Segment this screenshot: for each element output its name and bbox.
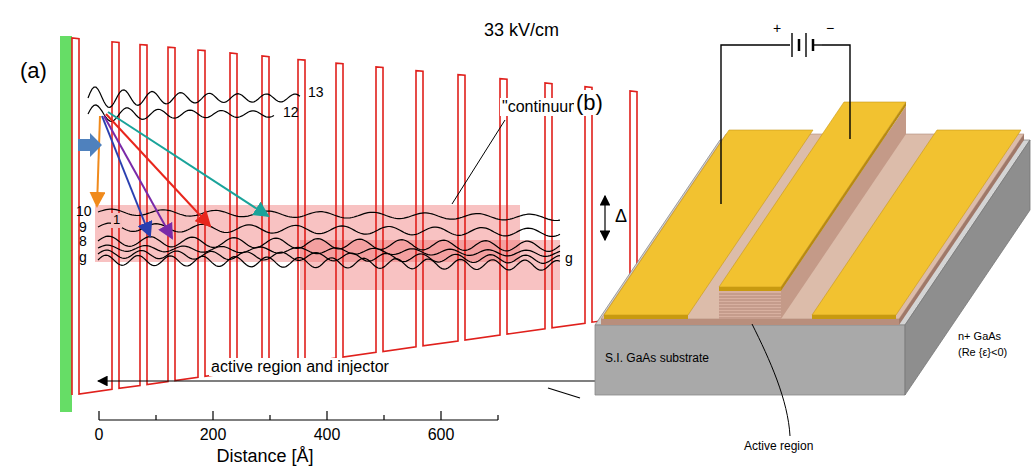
level-number: 10 <box>74 203 94 219</box>
level-number: 8 <box>77 233 89 249</box>
axis-number: 0 <box>93 426 106 444</box>
injection-bar <box>60 36 72 412</box>
axis-ticks <box>99 411 498 420</box>
energy-width: Δ <box>613 206 629 227</box>
axis-line <box>99 419 498 420</box>
part-label: Active region <box>742 440 815 454</box>
conduction-band-profile <box>72 38 660 395</box>
level-number: 13 <box>306 84 326 100</box>
level-name: g <box>563 250 575 266</box>
axis-title: Distance [Å] <box>214 446 315 467</box>
span-arrow <box>98 380 620 381</box>
level-name: g <box>77 249 89 265</box>
axis-number: 400 <box>312 426 343 444</box>
layer-label: S.I. GaAs substrate <box>603 352 711 366</box>
leader-line <box>752 324 790 436</box>
level-number: 12 <box>281 104 301 120</box>
field-value: 33 kV/cm <box>482 20 561 41</box>
panel-label: (a) <box>18 58 49 83</box>
layer-note: (Re {ε}<0) <box>956 346 1009 359</box>
layer-label: n+ GaAs <box>956 330 1003 343</box>
axis-number: 200 <box>198 426 229 444</box>
level-number: 9 <box>77 219 89 235</box>
leader-line <box>452 120 505 204</box>
transition-arrows <box>97 112 268 238</box>
pointer-line <box>548 388 580 398</box>
delta-arrow <box>604 196 605 240</box>
level-number: 1 <box>111 213 122 228</box>
polarity-sign: + <box>771 20 783 36</box>
injection-arrow <box>78 133 102 157</box>
axis-number: 600 <box>426 426 457 444</box>
polarity-sign: − <box>824 20 836 36</box>
span-label: active region and injector <box>209 358 391 376</box>
wavefunctions <box>88 87 560 270</box>
panel-label: (b) <box>574 90 605 115</box>
bias-circuit <box>721 33 850 204</box>
device-drawing <box>595 102 1030 395</box>
